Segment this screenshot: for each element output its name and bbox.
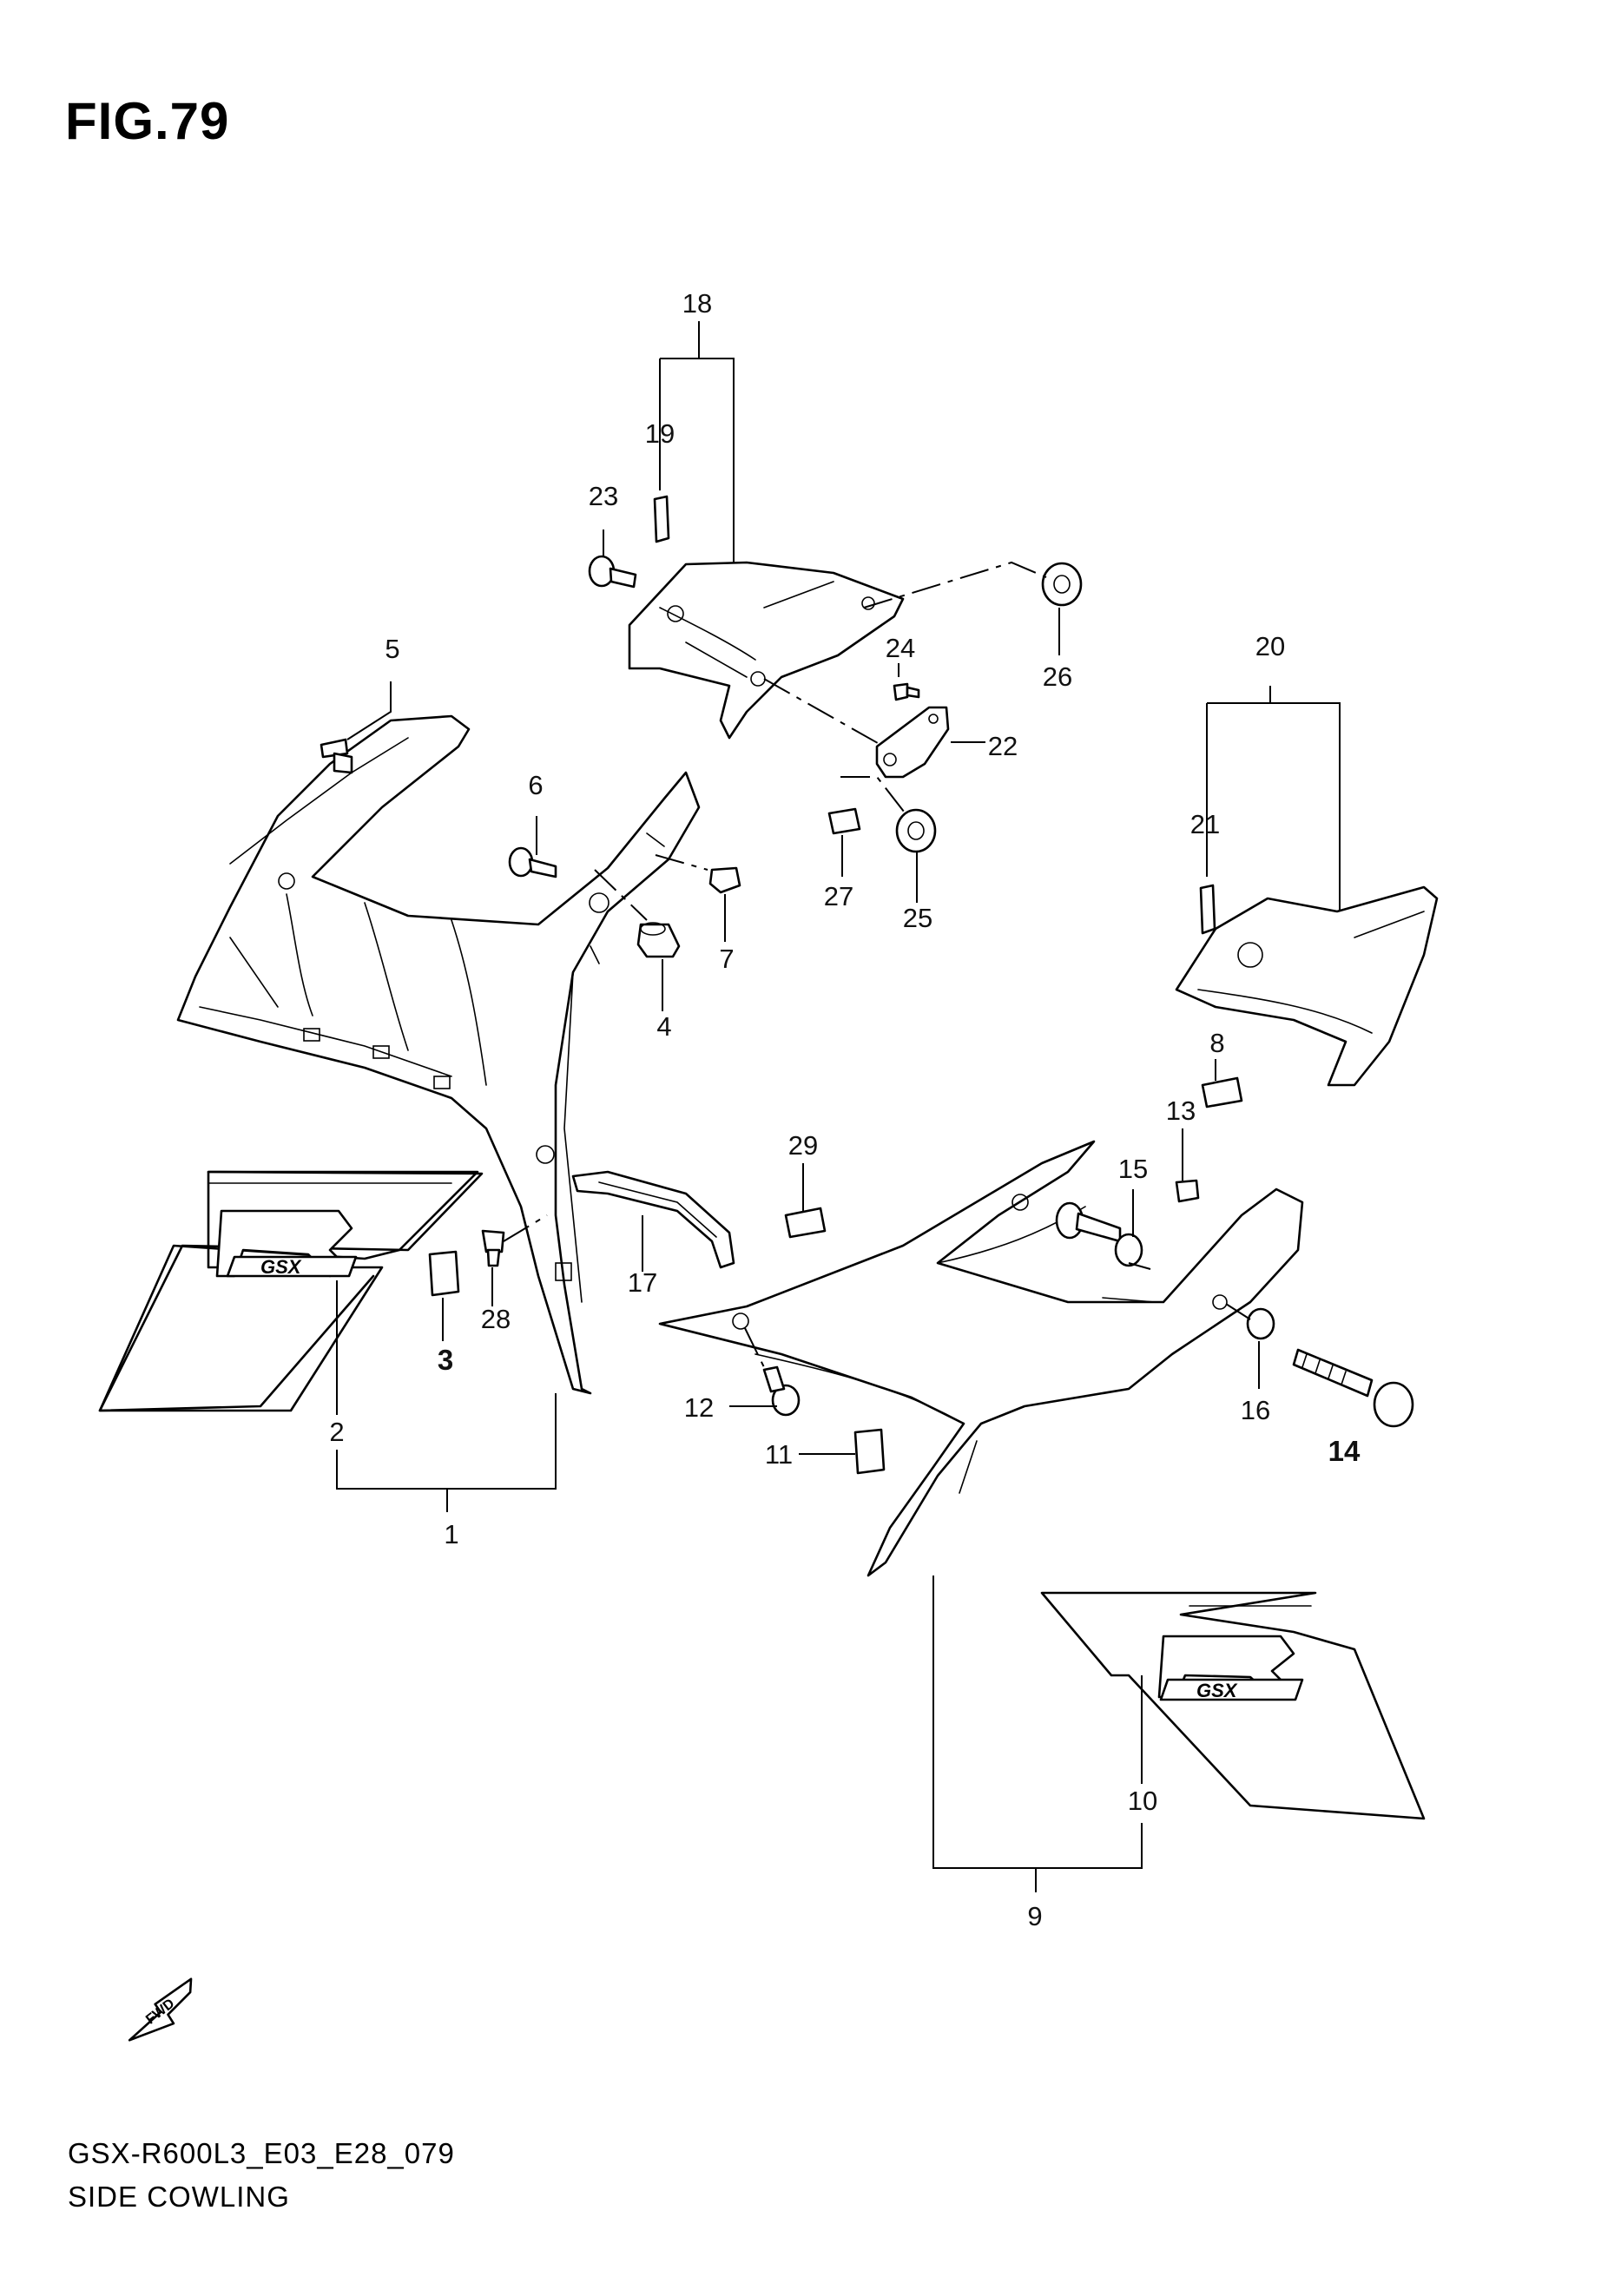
assembly-line-3	[840, 776, 908, 817]
bracket[interactable]	[875, 706, 950, 779]
assembly-line-8	[1225, 1303, 1251, 1320]
left-decal[interactable]: GSX	[98, 1170, 484, 1412]
callout-27: 27	[824, 881, 853, 911]
bolt-14[interactable]	[1292, 1348, 1414, 1428]
inner-panel-assembly[interactable]	[628, 561, 905, 740]
gsx-r-logo-right: GSX	[1157, 1635, 1304, 1701]
cushion-21[interactable]	[1199, 884, 1216, 935]
clip-28[interactable]	[481, 1229, 505, 1267]
assembly-line-5	[655, 854, 708, 871]
callout-9: 9	[1027, 1901, 1042, 1931]
forward-arrow-icon: FWD	[128, 1977, 193, 2042]
callout-16: 16	[1241, 1395, 1270, 1425]
cowling-brace[interactable]	[571, 1170, 735, 1269]
callout-3: 3	[438, 1344, 453, 1376]
callout-15: 15	[1118, 1154, 1148, 1184]
assembly-line-6	[503, 1214, 548, 1242]
assembly-line-4	[594, 869, 648, 921]
screw-23[interactable]	[588, 555, 637, 589]
right-side-cowling[interactable]	[658, 1140, 1304, 1577]
callout-2: 2	[329, 1417, 344, 1447]
cushion-27[interactable]	[827, 807, 861, 835]
nut-3[interactable]	[428, 1250, 460, 1297]
callout-7: 7	[719, 944, 734, 974]
left-side-cowling[interactable]	[176, 714, 701, 1395]
nut-11[interactable]	[853, 1428, 886, 1475]
callout-24: 24	[886, 633, 915, 663]
right-decal[interactable]: GSX	[1040, 1591, 1426, 1820]
nut-13[interactable]	[1175, 1179, 1200, 1203]
leader-9	[932, 1576, 1143, 1869]
drawing-code: GSX-R600L3_E03_E28_079	[68, 2137, 455, 2169]
grommet-25[interactable]	[895, 808, 937, 853]
cushion-19[interactable]	[653, 495, 670, 543]
callout-23: 23	[589, 481, 618, 511]
svg-text:GSX: GSX	[1196, 1680, 1238, 1701]
callout-13: 13	[1166, 1095, 1196, 1126]
callout-20: 20	[1255, 631, 1285, 661]
leader-20	[1207, 702, 1341, 910]
assembly-line-9	[744, 1327, 765, 1368]
assembly-line-2	[763, 678, 885, 747]
collar-16[interactable]	[1246, 1307, 1275, 1340]
gsx-r-logo-left: GSX	[215, 1209, 358, 1278]
callout-22: 22	[988, 731, 1018, 761]
assembly-line-7	[1128, 1262, 1151, 1270]
callout-21: 21	[1190, 809, 1220, 839]
callout-28: 28	[481, 1304, 511, 1334]
callout-18: 18	[682, 288, 712, 319]
assembly-line-1	[863, 561, 1047, 609]
callout-26: 26	[1043, 661, 1072, 692]
right-inner-panel[interactable]	[1175, 885, 1439, 1087]
section-name: SIDE COWLING	[68, 2181, 290, 2213]
callout-19: 19	[645, 418, 675, 449]
callout-6: 6	[528, 770, 543, 800]
callout-8: 8	[1209, 1028, 1224, 1058]
nut-7[interactable]	[708, 866, 741, 894]
leader-1	[336, 1393, 557, 1490]
leader-5	[346, 681, 392, 740]
cushion-8[interactable]	[1201, 1076, 1243, 1109]
callout-12: 12	[684, 1392, 714, 1423]
bolt-24[interactable]	[893, 682, 920, 701]
screw-12[interactable]	[762, 1365, 801, 1417]
screw-6[interactable]	[508, 846, 557, 878]
callout-1: 1	[444, 1519, 458, 1549]
bolt-15[interactable]	[1055, 1201, 1143, 1267]
callout-10: 10	[1128, 1786, 1157, 1816]
screw-5[interactable]	[320, 738, 353, 774]
callout-11: 11	[765, 1439, 793, 1470]
callout-14: 14	[1328, 1435, 1361, 1467]
grommet-4[interactable]	[636, 922, 681, 958]
callout-29: 29	[788, 1130, 818, 1161]
svg-text:GSX: GSX	[260, 1256, 302, 1278]
callout-5: 5	[385, 634, 399, 664]
callout-25: 25	[903, 903, 932, 933]
callout-4: 4	[656, 1011, 671, 1042]
grommet-26[interactable]	[1041, 562, 1083, 607]
callout-17: 17	[628, 1267, 657, 1298]
cushion-29[interactable]	[784, 1207, 827, 1239]
figure-title: FIG.79	[65, 92, 230, 150]
leader-18	[660, 358, 735, 562]
